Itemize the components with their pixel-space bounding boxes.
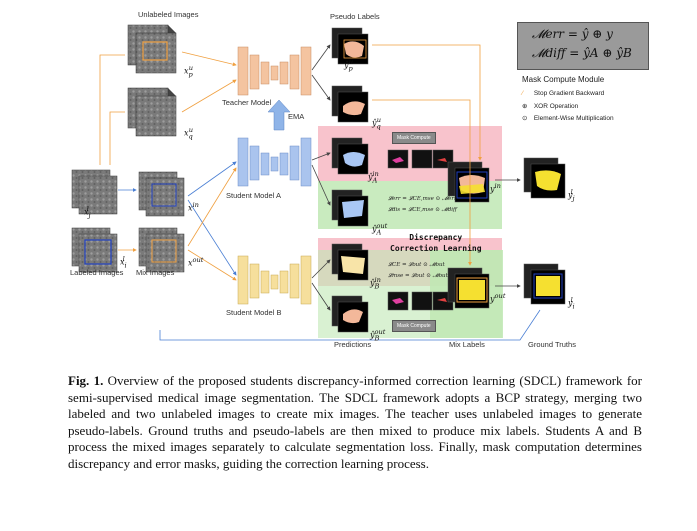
prediction-cube-a-out [331,189,369,227]
mix-images-label: Mix Images [136,268,175,277]
mix-image-cube-in [138,171,185,217]
loss-dis: 𝓛dis = 𝓛CE,mse ⊙ 𝓜diff [388,207,457,213]
legend-xor: ⊕ XOR Operation [522,102,578,110]
ground-truth-cube-j [523,157,566,199]
symbol-xin: xin [188,201,199,213]
legend-elementwise-text: Element-Wise Multiplication [533,115,614,122]
mix-label-cube-out [447,267,490,309]
symbol-y-in: yin [490,182,501,194]
flow-arrows [99,44,541,341]
symbol-xjl: xjl [84,205,91,220]
legend-stop-gradient: ⁄ Stop Gradient Backward [522,90,604,97]
symbol-yp: ŷpu [344,58,354,73]
symbol-xil: xil [120,255,127,270]
mix-labels-label: Mix Labels [449,340,485,349]
mask-formula-box [517,22,649,70]
mask-compute-module-title: Mask Compute Module [522,75,605,84]
stop-gradient-icon: ⁄ [522,90,524,97]
student-model-b-network [237,255,312,305]
xor-icon: ⊕ [522,103,528,110]
ground-truths-label: Ground Truths [528,340,576,349]
symbol-xout: xout [188,256,204,268]
symbol-xpu: xpu [184,64,194,79]
labeled-image-cube-i [71,227,118,273]
symbol-yb-in: ŷBin [370,276,381,291]
figure-caption: Fig. 1. Overview of the proposed student… [68,373,642,473]
symbol-ya-in: ŷAin [368,170,379,185]
framework-figure: Unlabeled Images Pseudo Labels Teacher M… [70,10,649,349]
pseudo-label-cube-p [331,27,369,65]
unlabeled-image-cube-p [127,24,177,74]
student-model-b-label: Student Model B [226,308,282,317]
caption-label: Fig. 1. [68,373,104,388]
mix-label-cube-in [447,161,490,203]
mask-cubes-bottom [387,291,454,311]
student-model-a-label: Student Model A [226,191,282,200]
symbol-yi: yil [568,296,575,311]
symbol-xqu: xqu [184,126,194,141]
loss-err: 𝓛err = 𝓛CE,mse ⊙ 𝓜err [388,196,457,202]
ema-arrow [267,99,291,131]
ground-truth-cube-i [523,263,566,305]
mask-diff-formula: 𝓜diff = ŷA ⊕ ŷB [532,46,632,60]
legend-xor-text: XOR Operation [533,103,579,110]
loss-ce: 𝓛CE = 𝓛out ⊙ 𝓜out [388,262,445,268]
dcl-title: Discrepancy Correction Learning [390,232,482,254]
predictions-label: Predictions [334,340,372,349]
caption-text: Overview of the proposed students discre… [68,373,642,471]
unlabeled-image-cube-q [127,87,177,137]
framework-diagram [71,24,566,341]
legend-elementwise: ⊙ Element-Wise Multiplication [522,114,614,122]
student-model-a-network [237,137,312,187]
symbol-yq: ŷqu [372,116,382,131]
mask-compute-tag-top: Mask Compute [392,132,436,144]
teacher-model-network [237,46,312,96]
symbol-yb-out: ŷBout [370,328,386,343]
symbol-ya-out: ŷAout [372,222,388,237]
prediction-cube-b-out [331,295,369,333]
labeled-images-label: Labeled Images [70,268,124,277]
teacher-model-label: Teacher Model [222,98,272,107]
ema-label: EMA [288,112,305,121]
loss-mse: 𝓛mse = 𝓛out ⊙ 𝓜out [388,273,448,279]
mask-err-formula: 𝓜err = ŷ ⊕ y [532,27,613,41]
unlabeled-images-label: Unlabeled Images [138,10,199,19]
pseudo-label-cube-q [331,85,369,123]
mask-compute-tag-bottom: Mask Compute [392,320,436,332]
mask-cubes-top [387,149,454,169]
pseudo-labels-label: Pseudo Labels [330,12,380,21]
prediction-cube-a-in [331,137,369,175]
legend-stop-gradient-text: Stop Gradient Backward [533,90,605,97]
symbol-yj: yjl [568,188,575,203]
dcl-title-line2: Correction Learning [390,244,482,253]
mix-image-cube-out [138,227,185,273]
labeled-image-cube-j [71,169,118,215]
prediction-cube-b-in [331,243,369,281]
elementwise-multiplication-icon: ⊙ [522,115,528,122]
symbol-y-out: yout [490,292,506,304]
dcl-title-line1: Discrepancy [409,233,463,242]
